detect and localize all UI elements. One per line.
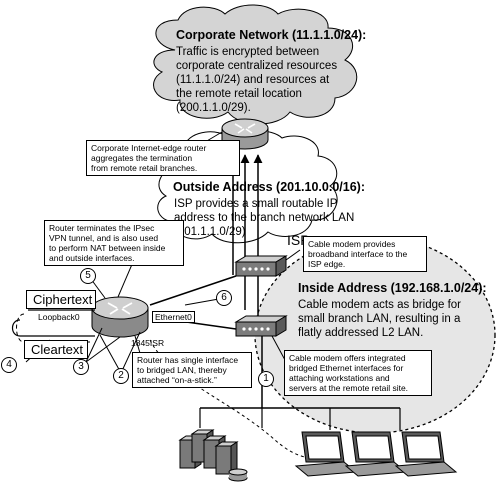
ciphertext-label: Ciphertext	[26, 290, 96, 309]
loopback-label: Loopback0	[38, 312, 80, 322]
outside-line: (201.1.1.0/29)	[174, 226, 246, 238]
note-line: servers at the remote retail site.	[289, 383, 409, 393]
note-line: Cable modem offers integrated	[289, 353, 406, 363]
inside-address-text: Cable modem acts as bridge for small bra…	[298, 298, 461, 340]
note-line: attaching workstations and	[289, 373, 390, 383]
inside-line: flatly addressed L2 LAN.	[298, 327, 424, 339]
laptop-icon-3	[394, 431, 458, 477]
outside-address-title: Outside Address (201.10.0.0/16):	[173, 180, 365, 194]
corporate-network-title: Corporate Network (11.1.1.0/24):	[176, 28, 367, 42]
inside-line: small branch LAN, resulting in a	[298, 313, 461, 325]
inside-line: Cable modem acts as bridge for	[298, 299, 461, 311]
callout-6: 6	[216, 290, 232, 306]
note-line: and outside interfaces.	[49, 253, 135, 263]
corporate-line: (11.1.1.0/24) and resources at	[176, 74, 330, 86]
note-router-single-interface: Router has single interface to bridged L…	[132, 352, 252, 388]
ethernet-label: Ethernet0	[152, 311, 195, 323]
cleartext-label: Cleartext	[24, 340, 88, 359]
servers-icon	[178, 429, 248, 482]
branch-router-icon	[91, 296, 149, 338]
cable-modem-broadband-icon	[234, 255, 288, 277]
corporate-cloud	[153, 4, 358, 125]
note-line: to bridged LAN, thereby	[137, 365, 227, 375]
corporate-line: corporate centralized resources	[176, 60, 338, 72]
outside-line: address to the branch network LAN	[174, 212, 355, 224]
note-line: VPN tunnel, and is also used	[49, 233, 159, 243]
note-cable-modem-broadband: Cable modem provides broadband interface…	[303, 236, 427, 272]
note-line: Router has single interface	[137, 355, 239, 365]
corporate-line: the remote retail location	[176, 88, 302, 100]
callout-3: 3	[73, 359, 89, 375]
callout-2: 2	[113, 368, 129, 384]
outside-line: ISP provides a small routable IP	[174, 198, 338, 210]
note-line: bridged Ethernet interfaces for	[289, 363, 404, 373]
corporate-network-text: Traffic is encrypted between corporate c…	[176, 45, 337, 115]
note-router-terminates: Router terminates the IPsec VPN tunnel, …	[44, 220, 184, 266]
note-line: from remote retail branches.	[91, 163, 198, 173]
callout-4: 4	[1, 357, 17, 373]
router-model-label: 1845ISR	[131, 338, 165, 348]
note-line: Corporate Internet-edge router	[91, 143, 207, 153]
note-corporate-edge: Corporate Internet-edge router aggregate…	[86, 140, 240, 176]
note-line: Router terminates the IPsec	[49, 223, 155, 233]
note-line: Cable modem provides	[308, 239, 396, 249]
inside-address-title: Inside Address (192.168.1.0/24):	[298, 281, 487, 295]
corporate-line: (200.1.1.0/29).	[176, 102, 251, 114]
note-line: attached “on-a-stick.”	[137, 375, 217, 385]
callout-5: 5	[80, 268, 96, 284]
callout-1: 1	[258, 371, 274, 387]
note-line: ISP edge.	[308, 259, 346, 269]
outside-address-text: ISP provides a small routable IP address…	[174, 197, 354, 239]
corporate-line: Traffic is encrypted between	[176, 46, 320, 58]
laptop-icon-1	[294, 431, 358, 477]
note-line: to perform NAT between inside	[49, 243, 166, 253]
laptop-icon-2	[344, 431, 408, 477]
note-line: aggregates the termination	[91, 153, 193, 163]
note-cable-modem-integrated: Cable modem offers integrated bridged Et…	[284, 350, 432, 396]
cable-modem-ethernet-icon	[234, 315, 288, 337]
note-line: broadband interface to the	[308, 249, 408, 259]
